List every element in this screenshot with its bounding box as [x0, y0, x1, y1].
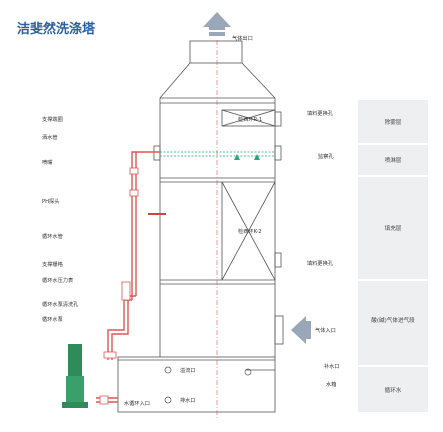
label-support-flange: 支撑端圈	[42, 115, 63, 123]
pump-icon	[62, 344, 88, 408]
zone-label-packing: 填充层	[385, 224, 402, 232]
label-support-grid: 支撑栅格	[42, 260, 64, 268]
zone-label-spray: 喷淋层	[385, 156, 402, 164]
label-nozzle: 喷嘴	[42, 158, 52, 166]
spray-header	[160, 151, 275, 157]
label-circulation-pipe: 循环水管	[42, 232, 63, 240]
label-ph-probe: PH探头	[42, 197, 59, 205]
label-packing-lower: 检西环K-2	[238, 227, 262, 235]
circulation-pipe	[96, 151, 160, 403]
label-packing-replace-1: 填料更换孔	[307, 109, 334, 117]
label-gas-inlet: 气体入口	[315, 326, 336, 334]
label-tank: 水箱	[326, 380, 336, 388]
label-makeup-water: 补水口	[324, 362, 340, 370]
tower-shell	[117, 40, 284, 413]
right-labels: 填料更换孔 监察孔 填料更换孔 气体入口 补水口 水箱	[307, 109, 340, 388]
zone-band-packing	[358, 177, 428, 279]
zone-label-water: 循环水	[385, 386, 402, 394]
zone-band-inlet	[358, 281, 428, 365]
label-circ-pressure-gauge: 循环水压力表	[42, 276, 74, 284]
zone-band-water	[358, 367, 428, 412]
nozzle-icons	[234, 154, 260, 160]
tank-internals	[164, 366, 275, 404]
label-drain: 排水口	[180, 396, 196, 404]
zone-band-spray	[358, 145, 428, 175]
zone-label-inlet: 酸(碱)气体进气段	[371, 316, 415, 324]
zone-label-demister: 除雾层	[385, 118, 402, 126]
label-packing-upper: 检西环R-1	[238, 115, 262, 123]
label-circ-pump: 循环水泵	[42, 315, 63, 323]
label-circ-inlet: 水循环入口	[124, 399, 150, 407]
page-title: 洁斐然洗涤塔	[17, 22, 96, 37]
gas-outlet-label: 气体出口	[232, 34, 253, 42]
label-circ-pump-clean: 循环水泵清洗孔	[42, 300, 79, 308]
gas-outlet-arrow-icon	[203, 12, 231, 36]
label-inspect-hole: 监察孔	[318, 152, 334, 160]
zone-band-demister	[358, 100, 428, 143]
left-labels: 支撑端圈 洒水管 喷嘴 PH探头 循环水管 支撑栅格 循环水压力表 循环水泵清洗…	[42, 115, 79, 323]
label-packing-replace-2: 填料更换孔	[307, 259, 334, 267]
pipe-fittings	[99, 167, 139, 405]
gas-inlet-arrow-icon	[291, 316, 311, 344]
label-overflow: 溢流口	[180, 366, 196, 374]
label-spray-pipe: 洒水管	[42, 133, 58, 141]
zone-panel: 除雾层 喷淋层 填充层 酸(碱)气体进气段 循环水	[358, 100, 428, 412]
